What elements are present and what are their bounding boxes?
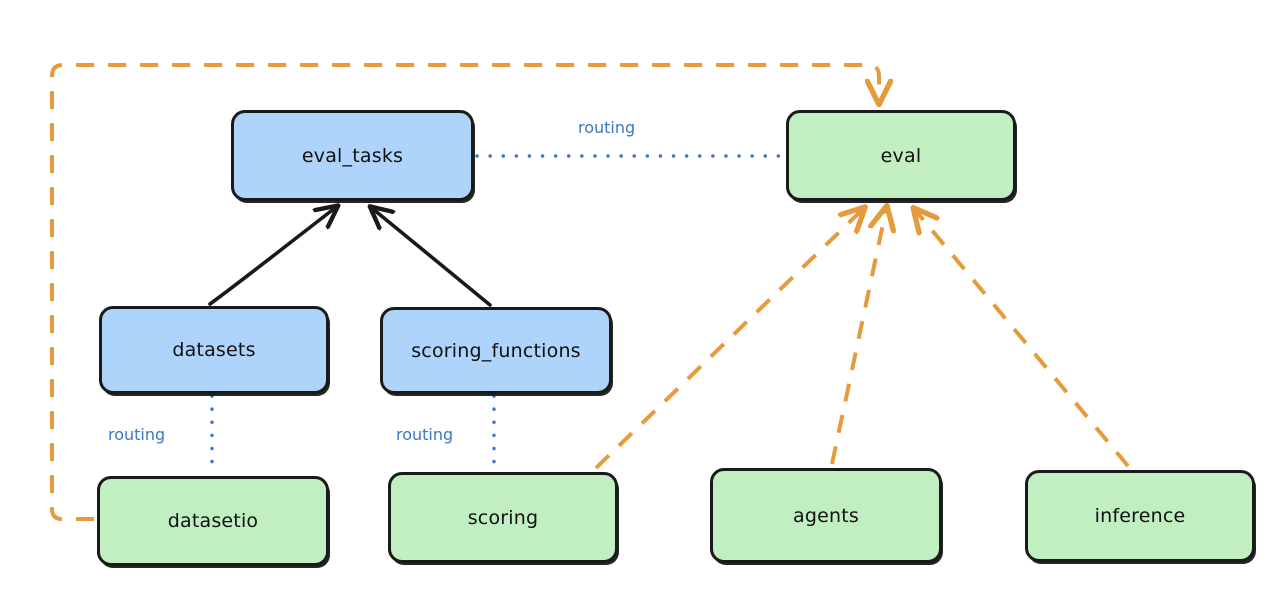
node-scoring-functions[interactable]: scoring_functions [380,307,612,394]
edge-label-routing-eval-tasks-eval: routing [578,118,636,137]
node-label-inference: inference [1094,505,1186,527]
node-scoring[interactable]: scoring [388,472,618,563]
node-datasets[interactable]: datasets [99,306,329,394]
node-label-agents: agents [793,504,859,527]
node-label-eval: eval [880,144,922,167]
edge-datasets-to-eval-tasks [208,208,335,306]
edge-scoring-to-eval [594,210,862,470]
edge-label-routing-scoring-functions-scoring: routing [396,425,454,444]
edge-agents-to-eval [830,210,886,465]
edge-scoring-functions-to-eval-tasks [373,209,492,307]
node-datasetio[interactable]: datasetio [97,476,329,566]
edge-datasetio-to-eval [50,63,879,521]
node-label-scoring: scoring [467,506,539,529]
node-agents[interactable]: agents [710,468,942,563]
node-label-datasetio: datasetio [167,510,259,532]
node-label-eval-tasks: eval_tasks [301,144,404,167]
node-eval-tasks[interactable]: eval_tasks [231,110,474,201]
edge-inference-to-eval [916,211,1130,468]
node-label-scoring-functions: scoring_functions [411,339,581,362]
edge-label-routing-datasets-datasetio: routing [108,425,166,444]
node-inference[interactable]: inference [1025,470,1255,562]
node-eval[interactable]: eval [786,110,1016,201]
node-label-datasets: datasets [172,339,256,361]
